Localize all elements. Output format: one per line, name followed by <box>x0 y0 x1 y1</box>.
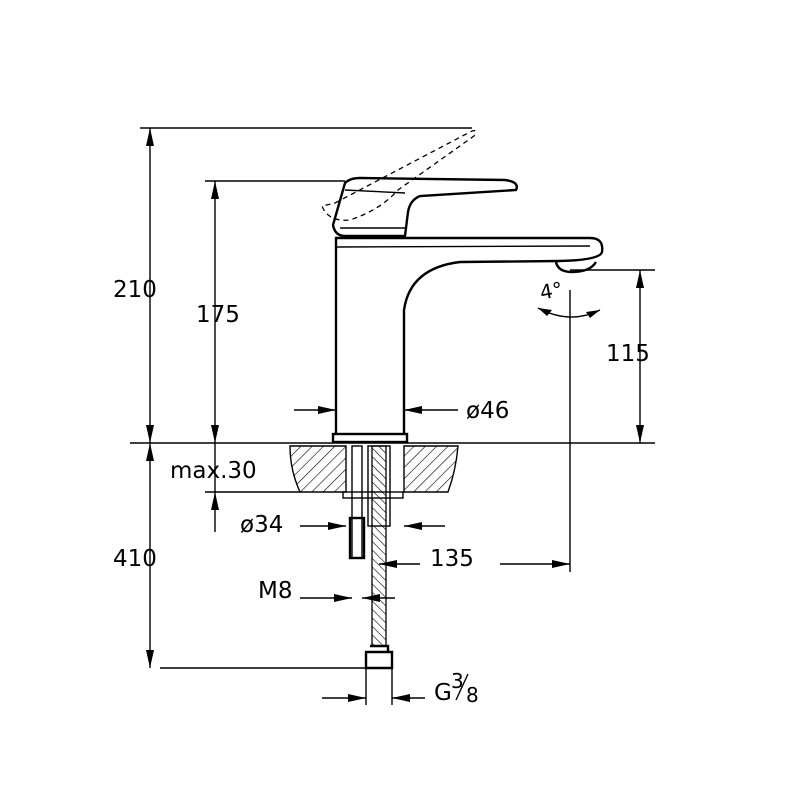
handle-raised-outline <box>321 130 476 221</box>
label-spout-height: 115 <box>606 341 650 367</box>
label-base-diameter: ø46 <box>466 398 509 424</box>
faucet-column-and-spout <box>334 236 604 434</box>
spout-inner-line <box>335 245 591 248</box>
aerator <box>554 261 598 274</box>
label-hose-g: G <box>434 680 452 706</box>
deck-section <box>130 442 655 493</box>
hose-nut-g38 <box>364 644 394 670</box>
lever-handle-detail <box>340 189 406 229</box>
label-handle-height: 175 <box>196 302 240 328</box>
lever-handle <box>331 176 519 238</box>
label-below-deck: 410 <box>113 546 157 572</box>
arrow-angle <box>538 308 600 318</box>
label-stud-thread: M8 <box>258 578 292 604</box>
flex-hose <box>371 445 387 647</box>
arrow-g38 <box>348 694 410 702</box>
arrow-max30 <box>211 492 219 510</box>
label-spout-angle: 4° <box>538 277 565 305</box>
label-total-height: 210 <box>113 277 157 303</box>
stud-nut <box>348 516 366 560</box>
label-max-deck: max.30 <box>170 458 257 484</box>
deck-left <box>289 445 347 493</box>
deck-right <box>403 445 459 493</box>
threaded-stud <box>351 445 363 559</box>
under-deck-parts <box>342 445 404 670</box>
hose-sleeve <box>367 445 391 527</box>
arrow-m8 <box>334 594 380 602</box>
arrow-115 <box>636 270 644 443</box>
dimension-lines <box>140 127 655 705</box>
fraction-slash <box>455 673 469 701</box>
dimension-labels: 210 175 115 ø46 max.30 ø34 410 135 M8 G … <box>113 277 650 707</box>
base-ring <box>331 432 409 444</box>
label-hose-den: 8 <box>466 683 479 707</box>
faucet-body <box>321 130 604 444</box>
label-hose-num: 3 <box>451 669 464 693</box>
arrow-46 <box>318 406 422 414</box>
label-shank-diameter: ø34 <box>240 512 283 538</box>
label-spout-reach: 135 <box>430 546 474 572</box>
